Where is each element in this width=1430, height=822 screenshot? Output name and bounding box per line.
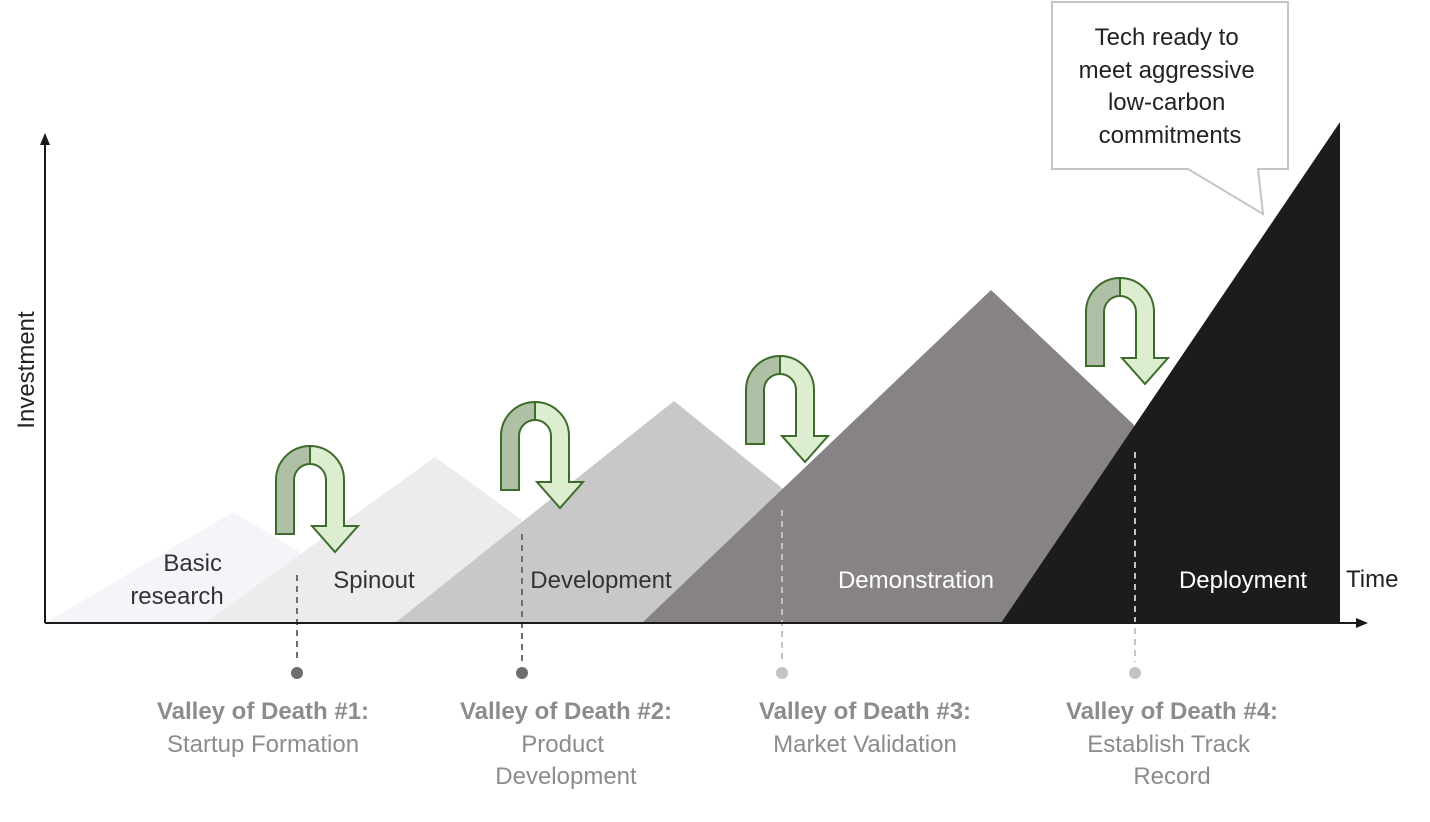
jump-arrow-2 [500,400,586,510]
stage-deployment-shape [1001,122,1340,623]
valley-title-3: Valley of Death #3: [759,698,971,725]
jump-arrow-3 [745,354,831,464]
valley-title-1: Valley of Death #1: [157,698,369,725]
stage-triangles [45,122,1340,623]
valley-description-3: Market Validation [773,731,957,758]
stage-label-deployment: Deployment [1179,567,1307,594]
stage-labels: Basic research Spinout Development Demon… [130,550,1307,610]
stage-label-spinout: Spinout [333,567,415,594]
stage-spinout-shape [205,457,522,623]
valley-description-2: Product Development [495,731,637,790]
jump-arrow-front [779,354,831,464]
y-axis-label: Investment [13,311,40,429]
jump-arrow-1 [275,444,361,554]
x-axis-label: Time [1346,566,1398,593]
jump-arrows [275,276,1171,554]
jump-arrow-4 [1085,276,1171,386]
callout-text: Tech ready to meet aggressive low-carbon… [1079,24,1262,149]
jump-arrow-back [1085,276,1121,367]
callout: Tech ready to meet aggressive low-carbon… [1051,1,1289,216]
stage-label-development: Development [530,567,672,594]
jump-arrow-front [534,400,586,510]
jump-arrow-front [1119,276,1171,386]
valley-captions: Valley of Death #1: Startup Formation Va… [157,698,1278,790]
valley-marker-1 [291,575,303,679]
valley-caption-4: Valley of Death #4: Establish Track Reco… [1066,698,1278,790]
valley-caption-2: Valley of Death #2: Product Development [460,698,672,790]
jump-arrow-back [500,400,536,491]
valley-title-4: Valley of Death #4: [1066,698,1278,725]
valley-marker-4 [1129,452,1141,679]
stage-label-demonstration: Demonstration [838,567,994,594]
valley-description-1: Startup Formation [167,731,359,758]
valley-marker-2 [516,534,528,679]
valley-marker-3 [776,510,788,679]
callout-box [1051,1,1289,216]
jump-arrow-back [745,354,781,445]
stage-basic-research-shape [45,512,300,623]
axes: Investment Time [13,133,1398,628]
valley-description-4: Establish Track Record [1087,731,1256,790]
valley-title-2: Valley of Death #2: [460,698,672,725]
stage-development-shape [395,401,783,623]
stage-label-basic-research: Basic research [130,550,228,610]
valley-caption-1: Valley of Death #1: Startup Formation [157,698,369,758]
jump-arrow-back [275,444,311,535]
valley-caption-3: Valley of Death #3: Market Validation [759,698,971,758]
jump-arrow-front [309,444,361,554]
stage-demonstration-shape [642,290,1134,623]
valley-markers [291,452,1141,679]
